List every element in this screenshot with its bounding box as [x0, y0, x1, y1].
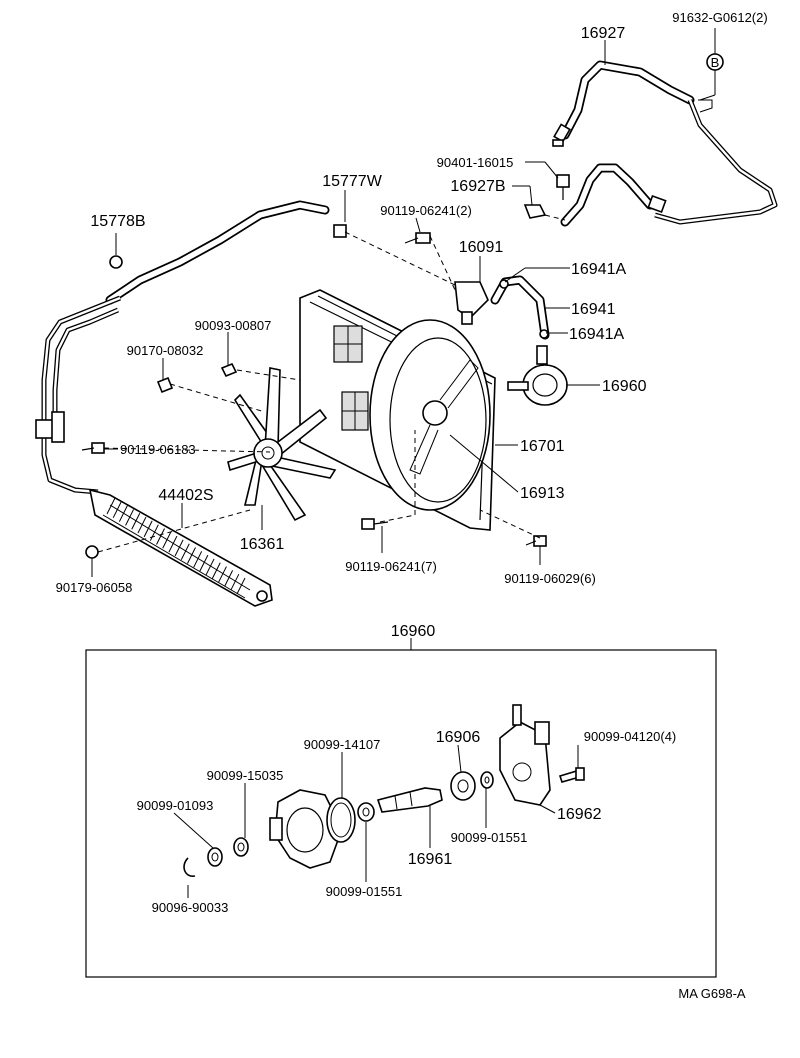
reference-b-letter: B [711, 55, 720, 70]
callout-16960: 16960 [602, 378, 647, 395]
callout-15778B: 15778B [90, 213, 145, 230]
callout-90099-01551-right: 90099-01551 [451, 830, 528, 845]
callout-90179: 90179-06058 [56, 580, 133, 595]
cooler-fin [224, 570, 234, 587]
fan-16361 [227, 367, 337, 522]
return-hose [560, 163, 667, 227]
callout-16091: 16091 [459, 239, 504, 256]
cooler-fin [112, 501, 122, 519]
assembly-lines [97, 214, 566, 553]
detail-parts [183, 704, 585, 877]
cooler-fin [137, 516, 147, 534]
callout-90093: 90093-00807 [195, 318, 272, 333]
shroud-fan-16913 [409, 359, 479, 475]
callout-90099-04120: 90099-04120(4) [584, 729, 677, 744]
callout-16927: 16927 [581, 25, 626, 42]
callout-16941A-bottom: 16941A [569, 326, 624, 343]
cooler-fin [125, 509, 135, 526]
vsv-16091 [454, 275, 550, 340]
callout-15777W: 15777W [322, 173, 382, 190]
cooler-fin [230, 573, 240, 591]
callout-16913: 16913 [520, 485, 565, 502]
cooler-fin [236, 577, 246, 595]
callout-16941: 16941 [571, 301, 616, 318]
callout-44402S: 44402S [158, 487, 213, 504]
cooler-fin [118, 505, 128, 522]
reference-b-marker [706, 53, 724, 71]
callout-16961: 16961 [408, 851, 453, 868]
callout-16361: 16361 [240, 536, 285, 553]
callout-90099-01093: 90099-01093 [137, 798, 214, 813]
callout-16962: 16962 [557, 806, 602, 823]
callout-90119-06241-2: 90119-06241(2) [380, 203, 472, 218]
cooler-fin [217, 566, 227, 583]
cooler-fin [199, 554, 209, 572]
cooler-fin [211, 562, 221, 579]
leader-lines-detail [173, 744, 579, 898]
cooler-fin [156, 528, 165, 545]
cooler-fin [149, 524, 159, 541]
callout-90119-06029: 90119-06029(6) [504, 571, 596, 586]
figure-code: MA G698-A [678, 986, 746, 1001]
cooler-fin [187, 547, 196, 564]
callout-90119-06241-7: 90119-06241(7) [345, 559, 437, 574]
cooler-fin [168, 535, 178, 553]
callout-16906: 16906 [436, 729, 481, 746]
cooler-fin [193, 551, 203, 568]
cooler-fin [174, 539, 184, 557]
leader-lines-upper [91, 28, 716, 577]
callout-90099-15035: 90099-15035 [207, 768, 284, 783]
detail-box-16960 [85, 638, 717, 978]
callout-90099-01551-bottom: 90099-01551 [326, 884, 403, 899]
callout-16927B: 16927B [450, 178, 505, 195]
callout-16941A-top: 16941A [571, 261, 626, 278]
hose-16927 [552, 60, 778, 225]
callout-90170: 90170-08032 [127, 343, 204, 358]
cooler-fins [106, 497, 246, 595]
callout-90096-90033: 90096-90033 [152, 900, 229, 915]
cooler-fin [143, 520, 153, 538]
hose-run-left [35, 200, 347, 495]
detail-title: 16960 [391, 623, 436, 640]
cooler-fin [131, 513, 141, 530]
cooler-fin [205, 558, 215, 576]
cooler-fin [106, 497, 116, 515]
callout-90401: 90401-16015 [437, 155, 514, 170]
fan-shroud-16701 [299, 289, 496, 531]
callout-16701: 16701 [520, 438, 565, 455]
callout-90119-06183: 90119-06183 [120, 442, 196, 457]
oil-cooler-44402S [88, 488, 273, 607]
callout-91632: 91632-G0612(2) [672, 10, 767, 25]
callout-90099-14107: 90099-14107 [304, 737, 381, 752]
cooler-fin [180, 543, 190, 560]
fasteners [81, 232, 547, 559]
fan-motor-16960 [507, 345, 568, 406]
cooler-fin [162, 532, 172, 549]
